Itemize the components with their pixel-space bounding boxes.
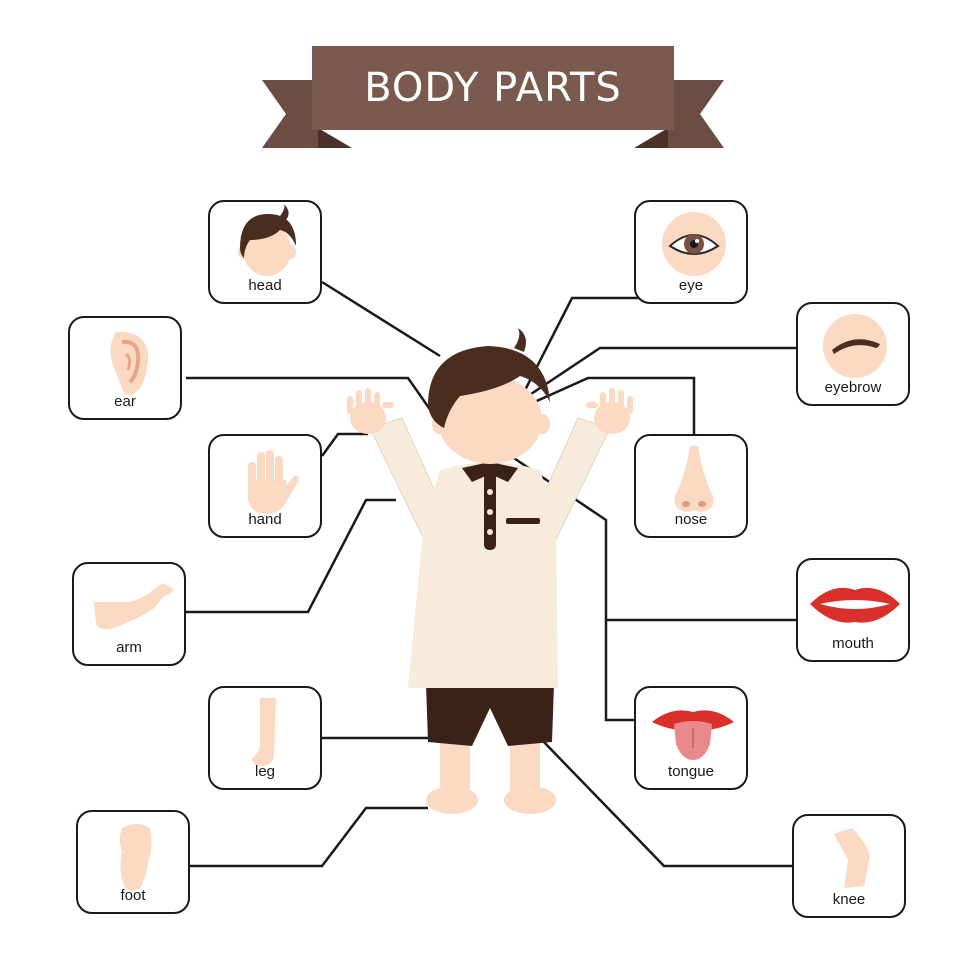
page-title: BODY PARTS	[364, 65, 622, 111]
boy-illustration	[347, 328, 633, 814]
connector-knee	[539, 737, 792, 868]
connector-foot	[190, 806, 428, 868]
label-foot: foot	[120, 887, 146, 904]
tongue-icon	[652, 710, 734, 760]
label-tongue: tongue	[668, 763, 714, 780]
label-arm: arm	[116, 639, 142, 656]
label-hand: hand	[248, 511, 282, 528]
connector-nose	[489, 376, 696, 436]
connector-head	[321, 280, 441, 358]
card-hand: hand	[208, 434, 322, 538]
connector-lines	[186, 280, 796, 868]
ear-icon	[110, 331, 149, 396]
card-knee: knee	[792, 814, 906, 918]
card-leg: leg	[208, 686, 322, 790]
card-ear: ear	[68, 316, 182, 420]
label-eyebrow: eyebrow	[824, 379, 882, 396]
card-head: head	[208, 200, 322, 304]
eye-icon	[662, 212, 726, 276]
card-nose: nose	[634, 434, 748, 538]
label-knee: knee	[832, 891, 866, 908]
hand-icon	[248, 450, 299, 514]
connector-ear	[186, 376, 438, 419]
card-mouth: mouth	[796, 558, 910, 662]
card-eyebrow: eyebrow	[796, 302, 910, 406]
head-icon	[238, 204, 296, 276]
label-ear: ear	[114, 393, 136, 410]
label-head: head	[248, 277, 282, 294]
connector-hand	[320, 432, 368, 457]
knee-icon	[834, 828, 870, 888]
label-mouth: mouth	[832, 635, 874, 652]
connector-arm	[186, 498, 396, 614]
card-eye: eye	[634, 200, 748, 304]
card-tongue: tongue	[634, 686, 748, 790]
mouth-icon	[810, 587, 900, 623]
nose-icon	[674, 446, 714, 512]
label-nose: nose	[674, 511, 708, 528]
card-arm: arm	[72, 562, 186, 666]
card-foot: foot	[76, 810, 190, 914]
connector-eyebrow	[509, 346, 796, 410]
arm-icon	[94, 584, 174, 630]
title-banner	[262, 46, 724, 148]
label-leg: leg	[254, 763, 276, 780]
foot-icon	[120, 824, 152, 891]
eyebrow-icon	[823, 314, 887, 378]
label-eye: eye	[678, 277, 704, 294]
leg-icon	[252, 698, 276, 766]
connector-mouth	[489, 440, 796, 622]
connector-eye	[518, 296, 640, 401]
connector-tongue	[604, 620, 636, 722]
